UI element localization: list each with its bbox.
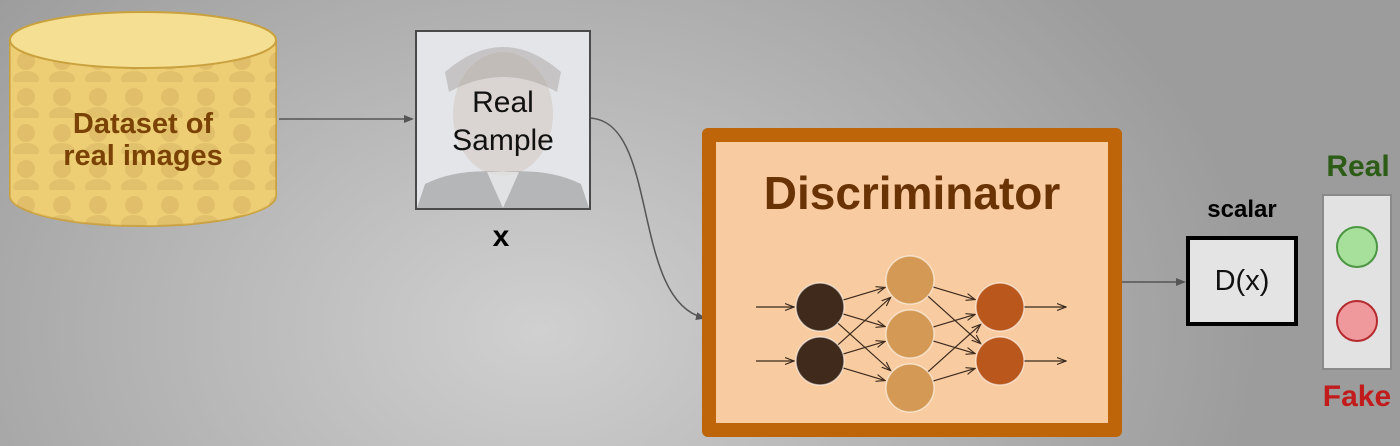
- network-node-layer-1: [795, 282, 845, 332]
- network-node-layer-2: [885, 309, 935, 359]
- network-connections: [756, 287, 1066, 381]
- network-edge: [932, 340, 975, 354]
- real-sample-label-line1: Real: [472, 86, 534, 119]
- network-edge: [837, 322, 891, 371]
- network-edge: [932, 286, 975, 300]
- database-icon: [9, 11, 277, 227]
- network-edge: [927, 324, 981, 373]
- dataset-label-line2: real images: [63, 140, 223, 172]
- real-label: Real: [1326, 150, 1390, 183]
- real-sample-box: Real Sample: [415, 30, 591, 210]
- network-node-layer-3: [975, 336, 1025, 386]
- output-box: D(x): [1186, 236, 1298, 326]
- network-edge: [927, 295, 981, 344]
- network-edge: [842, 367, 885, 381]
- network-node-layer-3: [975, 282, 1025, 332]
- face-photo-icon: [417, 47, 589, 208]
- network-edge: [837, 297, 891, 346]
- network-node-layer-2: [885, 255, 935, 305]
- discriminator-panel: Discriminator: [716, 142, 1108, 423]
- network-node-layer-2: [885, 363, 935, 413]
- discriminator-block: Discriminator: [702, 128, 1122, 437]
- fake-lamp-icon: [1336, 300, 1378, 342]
- network-edge: [932, 368, 975, 382]
- sample-variable: x: [492, 220, 510, 253]
- dataset-label-line1: Dataset of: [72, 108, 214, 140]
- scalar-label: scalar: [1207, 196, 1277, 223]
- output-value: D(x): [1214, 264, 1270, 297]
- network-edge: [842, 313, 885, 327]
- network-edge: [842, 287, 885, 301]
- network-edge: [932, 314, 975, 328]
- fake-label: Fake: [1322, 380, 1392, 413]
- dataset-cylinder: Dataset of real images: [8, 10, 278, 228]
- network-edge: [842, 341, 885, 355]
- arrow-sample-to-discriminator: [588, 117, 706, 320]
- neural-network: [756, 255, 1108, 413]
- discriminator-title: Discriminator: [763, 167, 1061, 219]
- real-sample-label: Real Sample: [417, 84, 589, 160]
- dataset-label: Dataset of real images: [8, 108, 278, 172]
- real-lamp-icon: [1336, 226, 1378, 268]
- network-nodes: [795, 255, 1025, 413]
- real-sample-label-line2: Sample: [452, 124, 554, 157]
- network-node-layer-1: [795, 336, 845, 386]
- decision-indicator: [1322, 194, 1392, 370]
